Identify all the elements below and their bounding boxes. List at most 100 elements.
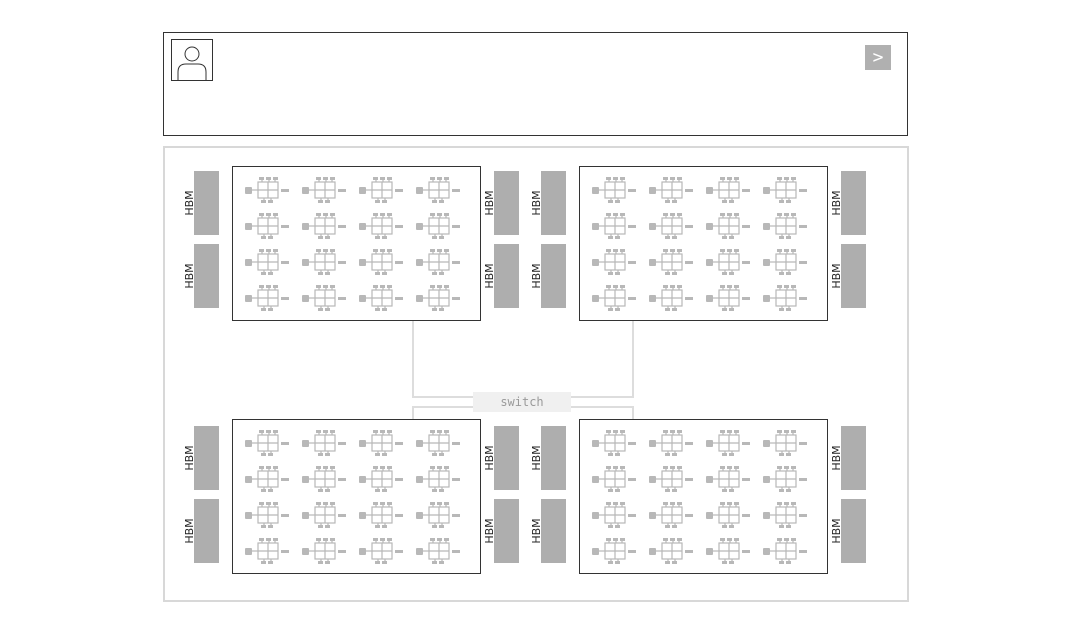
tensor-core [706, 430, 750, 456]
tensor-core [416, 502, 460, 528]
tensor-core [245, 538, 289, 564]
tensor-core [302, 249, 346, 275]
tensor-core [592, 213, 636, 239]
tensor-core [763, 502, 807, 528]
tensor-core [245, 285, 289, 311]
tensor-core [302, 538, 346, 564]
tensor-core [359, 249, 403, 275]
hbm-memory-stack [841, 171, 866, 235]
hbm-label: HBM [530, 445, 543, 471]
tensor-core [763, 249, 807, 275]
hbm-label: HBM [183, 518, 196, 544]
hbm-label: HBM [483, 263, 496, 289]
tensor-core [592, 177, 636, 203]
tensor-core [302, 213, 346, 239]
tensor-core [416, 285, 460, 311]
tensor-core [302, 285, 346, 311]
tensor-core [416, 430, 460, 456]
tensor-core [592, 502, 636, 528]
tensor-core [359, 538, 403, 564]
tensor-core [416, 249, 460, 275]
tensor-core [245, 249, 289, 275]
tensor-core [706, 177, 750, 203]
hbm-label: HBM [483, 445, 496, 471]
hbm-memory-stack [494, 171, 519, 235]
hbm-memory-stack [841, 426, 866, 490]
tensor-core [649, 538, 693, 564]
tensor-core [592, 285, 636, 311]
hbm-memory-stack [494, 244, 519, 308]
hbm-memory-stack [194, 244, 219, 308]
tensor-core [359, 285, 403, 311]
tensor-core [706, 285, 750, 311]
tensor-core [649, 430, 693, 456]
tensor-core [245, 502, 289, 528]
hbm-memory-stack [541, 171, 566, 235]
tensor-core [706, 466, 750, 492]
network-switch: switch [473, 392, 571, 412]
hbm-label: HBM [530, 518, 543, 544]
hbm-label: HBM [830, 518, 843, 544]
hbm-label: HBM [530, 263, 543, 289]
tensor-core [763, 177, 807, 203]
core-grid [245, 430, 460, 564]
hbm-memory-stack [841, 499, 866, 563]
tensor-core [706, 249, 750, 275]
tensor-core [763, 538, 807, 564]
chip-bottom-right [579, 419, 828, 574]
hbm-memory-stack [841, 244, 866, 308]
hbm-label: HBM [483, 518, 496, 544]
server-node [163, 146, 909, 602]
tensor-core [649, 502, 693, 528]
hbm-memory-stack [494, 426, 519, 490]
tensor-core [416, 213, 460, 239]
tensor-core [706, 538, 750, 564]
tensor-core [359, 502, 403, 528]
tensor-core [245, 213, 289, 239]
tensor-core [416, 466, 460, 492]
user-avatar-icon [171, 39, 213, 81]
hbm-label: HBM [483, 190, 496, 216]
tensor-core [592, 538, 636, 564]
tensor-core [245, 466, 289, 492]
hbm-memory-stack [541, 499, 566, 563]
hbm-label: HBM [183, 190, 196, 216]
hbm-memory-stack [194, 171, 219, 235]
tensor-core [302, 502, 346, 528]
tensor-core [649, 466, 693, 492]
tensor-core [302, 430, 346, 456]
tensor-core [592, 249, 636, 275]
hbm-memory-stack [194, 426, 219, 490]
tensor-core [706, 213, 750, 239]
hbm-label: HBM [830, 190, 843, 216]
tensor-core [763, 430, 807, 456]
tensor-core [359, 213, 403, 239]
tensor-core [592, 430, 636, 456]
tensor-core [416, 177, 460, 203]
tensor-core [416, 538, 460, 564]
chip-bottom-left [232, 419, 481, 574]
tensor-core [302, 466, 346, 492]
prompt-box[interactable]: > [163, 32, 908, 136]
tensor-core [359, 466, 403, 492]
tensor-core [649, 213, 693, 239]
send-button[interactable]: > [865, 45, 891, 70]
hbm-label: HBM [530, 190, 543, 216]
hbm-memory-stack [541, 244, 566, 308]
hbm-label: HBM [183, 263, 196, 289]
tensor-core [763, 466, 807, 492]
hbm-label: HBM [830, 445, 843, 471]
tensor-core [592, 466, 636, 492]
tensor-core [649, 285, 693, 311]
tensor-core [359, 430, 403, 456]
core-grid [592, 430, 807, 564]
core-grid [592, 177, 807, 311]
tensor-core [245, 430, 289, 456]
hbm-memory-stack [494, 499, 519, 563]
tensor-core [649, 249, 693, 275]
tensor-core [763, 285, 807, 311]
tensor-core [245, 177, 289, 203]
chip-top-left [232, 166, 481, 321]
tensor-core [359, 177, 403, 203]
